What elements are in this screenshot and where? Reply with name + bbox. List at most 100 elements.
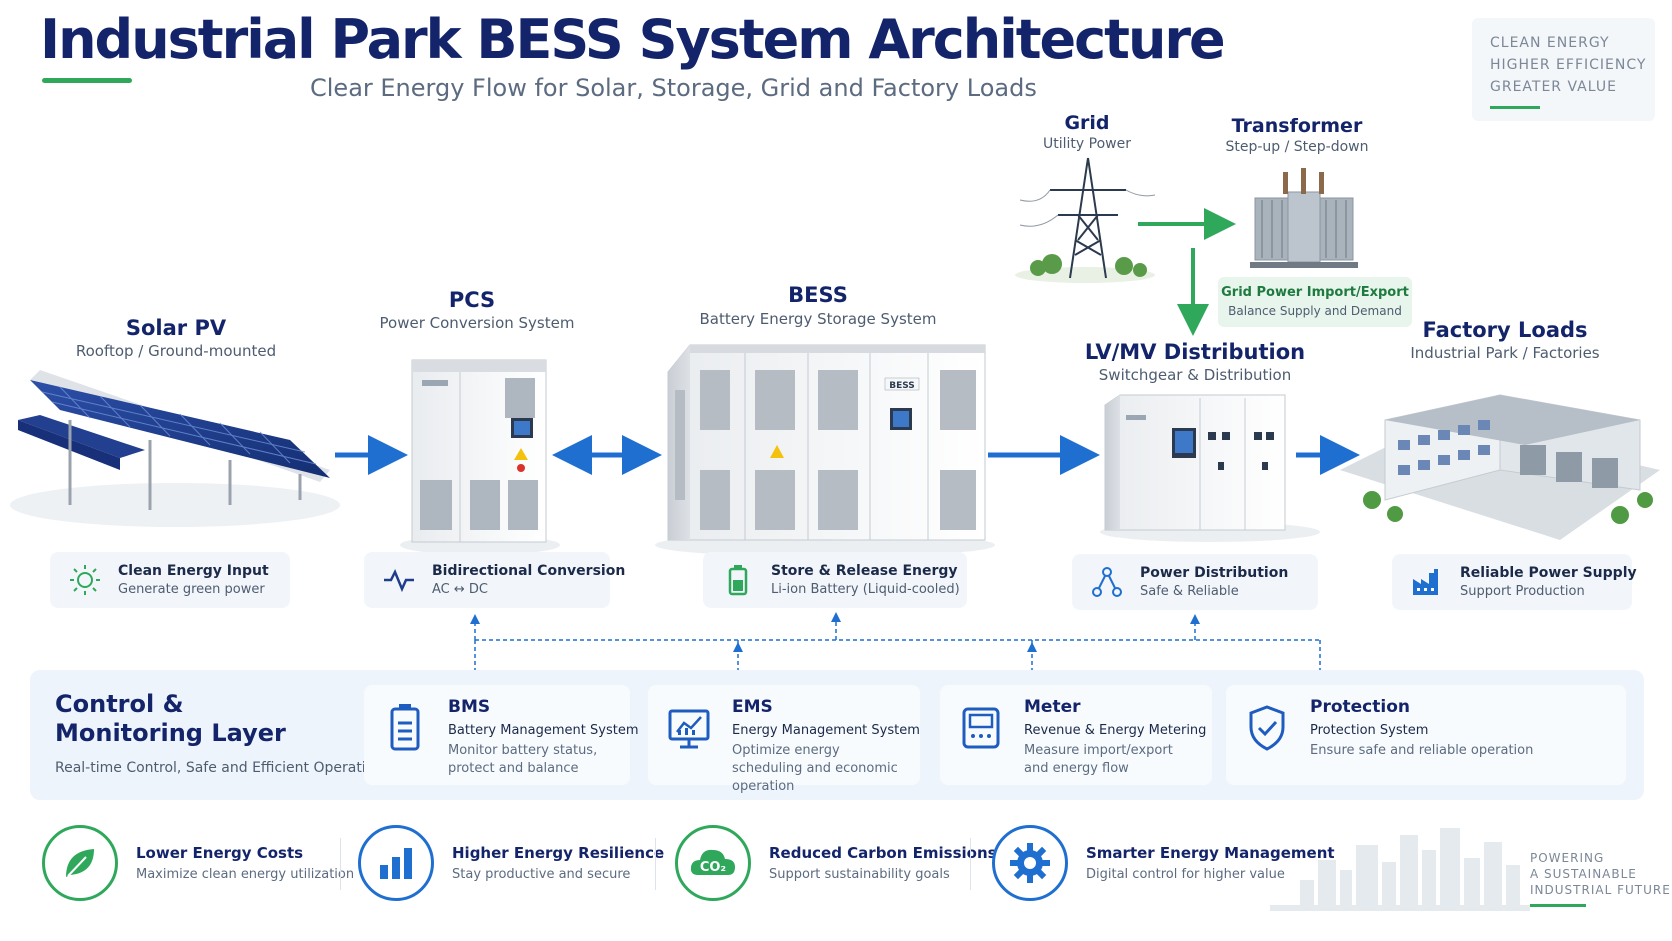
solar-subtitle: Rooftop / Ground-mounted [75,342,277,360]
divider [655,838,656,890]
distribution-title: LV/MV Distribution [1084,340,1306,364]
distribution-subtitle: Switchgear & Distribution [1098,366,1292,384]
control-module-desc: Ensure safe and reliable operation [1310,743,1534,758]
tagline-accent-bar [1490,106,1540,109]
leaf-icon [42,825,118,901]
benefit-lower-costs: Lower Energy Costs Maximize clean energy… [42,825,354,901]
factory-subtitle: Industrial Park / Factories [1410,344,1600,362]
title-underline [42,78,132,83]
feature-card-title: Power Distribution [1140,565,1289,581]
footer-line: INDUSTRIAL FUTURE [1530,883,1671,897]
footer-line: A SUSTAINABLE [1530,867,1637,881]
grid-import-export-box: Grid Power Import/Export Balance Supply … [1218,277,1412,327]
control-module-meter: Meter Revenue & Energy Metering Measure … [940,685,1212,785]
co2-label: CO₂ [700,860,726,875]
control-layer-title-line1: Control & [55,690,184,718]
meter-icon [962,707,1000,749]
factory-title: Factory Loads [1422,318,1588,342]
bess-cabinet-label: BESS [889,381,915,391]
feature-card-title: Store & Release Energy [771,563,958,579]
benefit-subtitle: Digital control for higher value [1086,867,1285,882]
control-module-subtitle: Revenue & Energy Metering [1024,723,1207,738]
feature-card-title: Bidirectional Conversion [432,563,626,579]
transformer-subtitle: Step-up / Step-down [1225,139,1369,155]
benefit-subtitle: Maximize clean energy utilization [136,867,355,882]
footer-tagline: POWERING A SUSTAINABLE INDUSTRIAL FUTURE [1530,850,1671,898]
grid-tower-illustration [1015,157,1156,283]
benefit-carbon: CO₂ Reduced Carbon Emissions Support sus… [675,825,997,901]
feature-card-subtitle: Generate green power [118,582,265,597]
tagline-line: HIGHER EFFICIENCY [1490,57,1647,73]
benefit-title: Higher Energy Resilience [452,844,665,862]
switchgear-illustration [1100,394,1320,542]
control-module-bms: BMS Battery Management System Monitor ba… [364,685,639,785]
control-module-title: BMS [448,697,491,717]
footer-line: POWERING [1530,851,1605,865]
feature-card-subtitle: Safe & Reliable [1140,584,1239,599]
divider [970,838,971,890]
control-module-title: Protection [1310,697,1410,717]
page-subtitle: Clear Energy Flow for Solar, Storage, Gr… [310,74,1037,102]
control-module-subtitle: Energy Management System [732,723,920,738]
bess-container-illustration: BESS [655,344,995,557]
tagline-line: CLEAN ENERGY [1490,35,1610,51]
transformer-title: Transformer [1231,115,1363,137]
control-module-protection: Protection Protection System Ensure safe… [1226,685,1626,785]
shield-check-icon [1249,705,1285,751]
feature-card-reliable-supply: Reliable Power Supply Support Production [1392,554,1637,610]
control-module-desc: Monitor battery status, protect and bala… [448,743,598,776]
co2-cloud-icon: CO₂ [675,825,751,901]
feature-card-title: Reliable Power Supply [1460,565,1637,581]
gear-icon [992,825,1068,901]
feature-card-subtitle: Li-ion Battery (Liquid-cooled) [771,582,960,597]
tagline-line: GREATER VALUE [1490,79,1617,95]
benefit-subtitle: Stay productive and secure [452,867,631,882]
bar-chart-icon [358,825,434,901]
feature-card-bidirectional: Bidirectional Conversion AC ↔ DC [364,552,625,608]
control-module-title: EMS [732,697,773,717]
control-module-desc: Optimize energy scheduling and economic … [732,743,898,794]
grid-box-title: Grid Power Import/Export [1221,285,1409,300]
control-layer-title: Control & Monitoring Layer [55,690,286,748]
page-title: Industrial Park BESS System Architecture [40,8,1226,71]
grid-title: Grid [1064,112,1110,134]
benefit-title: Lower Energy Costs [136,844,304,862]
network-icon [1092,567,1122,597]
battery-monitor-icon [390,704,420,751]
footer-accent-bar [1530,904,1586,907]
tagline-box: CLEAN ENERGY HIGHER EFFICIENCY GREATER V… [1472,18,1655,121]
feature-card-power-distribution: Power Distribution Safe & Reliable [1072,554,1318,610]
control-layer-subtitle: Real-time Control, Safe and Efficient Op… [55,760,384,776]
battery-icon [728,565,748,596]
solar-title: Solar PV [125,316,227,340]
divider [340,838,341,890]
sun-icon [70,565,100,595]
feature-card-title: Clean Energy Input [118,563,269,579]
feature-card-subtitle: Support Production [1460,584,1585,599]
control-module-subtitle: Protection System [1310,723,1429,738]
factory-icon [1413,569,1438,595]
benefit-resilience: Higher Energy Resilience Stay productive… [358,825,664,901]
control-module-subtitle: Battery Management System [448,723,639,738]
benefit-smarter-management: Smarter Energy Management Digital contro… [992,825,1335,901]
bess-title: BESS [788,283,848,307]
feature-card-clean-energy: Clean Energy Input Generate green power [50,552,290,608]
pcs-subtitle: Power Conversion System [379,314,575,332]
factory-illustration [1340,394,1660,540]
benefit-subtitle: Support sustainability goals [769,867,950,882]
monitor-chart-icon [668,709,710,749]
grid-subtitle: Utility Power [1043,136,1131,152]
control-module-ems: EMS Energy Management System Optimize en… [648,685,920,794]
bess-subtitle: Battery Energy Storage System [699,310,937,328]
grid-box-subtitle: Balance Supply and Demand [1228,304,1402,318]
control-module-title: Meter [1024,697,1081,717]
feature-card-subtitle: AC ↔ DC [432,582,488,597]
control-module-desc: Measure import/export and energy flow [1024,743,1173,776]
pcs-title: PCS [448,288,496,312]
waveform-icon [384,568,414,593]
city-skyline-illustration [1270,828,1530,911]
feature-card-store-release: Store & Release Energy Li-ion Battery (L… [703,552,967,608]
control-layer-title-line2: Monitoring Layer [55,719,286,747]
benefit-title: Reduced Carbon Emissions [769,844,997,862]
